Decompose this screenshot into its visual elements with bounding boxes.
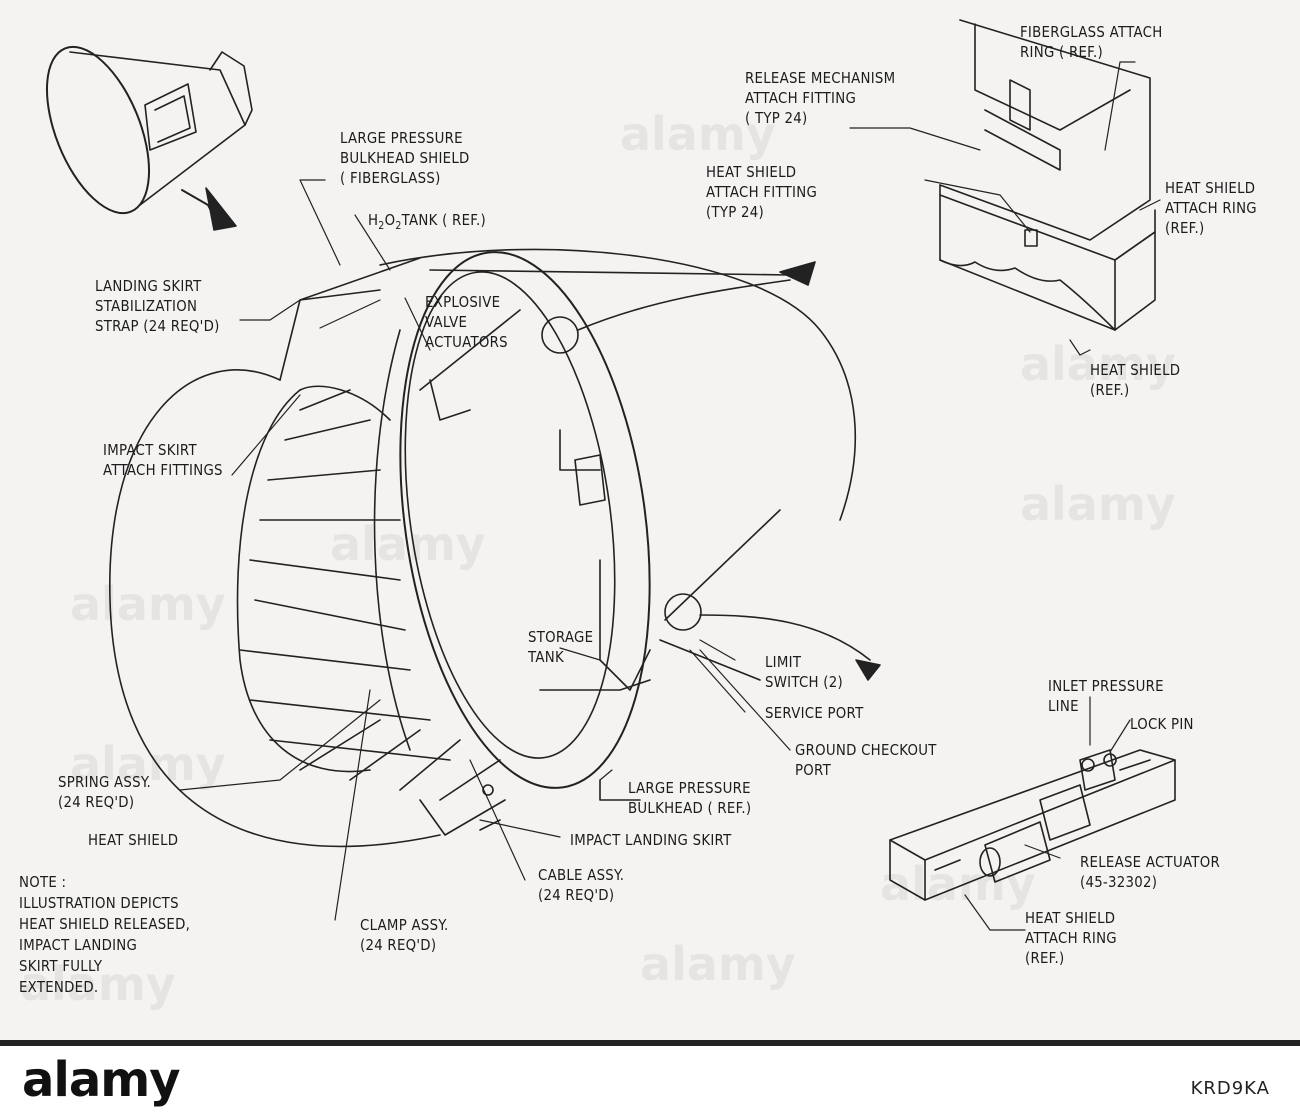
release-actuator-detail	[889, 749, 1176, 901]
label-heat-shield-attach-fitting: HEAT SHIELD ATTACH FITTING (TYP 24)	[706, 163, 818, 221]
attach-fitting-detail	[939, 19, 1156, 331]
label-heat-shield-attach-ring-top: HEAT SHIELD ATTACH RING (REF.)	[1165, 179, 1257, 237]
label-heat-shield-ref: HEAT SHIELD (REF.)	[1090, 361, 1181, 399]
label-heat-shield-attach-ring-bottom: HEAT SHIELD ATTACH RING (REF.)	[1025, 909, 1117, 967]
label-impact-skirt-fittings: IMPACT SKIRT ATTACH FITTINGS	[103, 441, 223, 479]
label-storage-tank: STORAGE TANK	[528, 628, 594, 666]
label-ground-checkout-port: GROUND CHECKOUT PORT	[795, 741, 937, 779]
label-release-actuator: RELEASE ACTUATOR (45-32302)	[1080, 853, 1220, 891]
label-inlet-pressure-line: INLET PRESSURE LINE	[1048, 677, 1164, 715]
label-h2o2-tank: H2O2TANK ( REF.)	[368, 210, 486, 236]
footer-divider	[0, 1040, 1300, 1046]
label-clamp-assy: CLAMP ASSY. (24 REQ'D)	[360, 916, 449, 954]
leader-lines	[179, 61, 1161, 931]
label-h2o2-h: H	[368, 211, 379, 229]
label-limit-switch: LIMIT SWITCH (2)	[765, 653, 843, 691]
alamy-logo: alamy	[22, 1052, 181, 1108]
label-fiberglass-attach-ring: FIBERGLASS ATTACH RING ( REF.)	[1020, 23, 1163, 61]
image-id: KRD9KA	[1190, 1078, 1270, 1099]
label-lock-pin: LOCK PIN	[1130, 715, 1194, 733]
label-h2o2-sub-2a: 2	[378, 219, 385, 233]
label-h2o2-o: O	[384, 211, 396, 229]
label-h2o2-sub-2b: 2	[395, 219, 402, 233]
label-h2o2-tank-text: TANK ( REF.)	[401, 211, 486, 229]
label-cable-assy: CABLE ASSY. (24 REQ'D)	[538, 866, 625, 904]
diagram-artwork	[45, 19, 1176, 931]
capsule-main-assembly	[109, 248, 881, 848]
label-large-pressure-bulkhead: LARGE PRESSURE BULKHEAD ( REF.)	[628, 779, 752, 817]
label-impact-landing-skirt: IMPACT LANDING SKIRT	[570, 831, 732, 849]
label-note: NOTE : ILLUSTRATION DEPICTS HEAT SHIELD …	[19, 873, 191, 996]
label-heat-shield: HEAT SHIELD	[88, 831, 179, 849]
diagram-canvas: FIBERGLASS ATTACH RING ( REF.) RELEASE M…	[0, 0, 1300, 1040]
label-spring-assy: SPRING ASSY. (24 REQ'D)	[58, 773, 152, 811]
capsule-icon	[45, 45, 253, 231]
label-release-mechanism-fitting: RELEASE MECHANISM ATTACH FITTING ( TYP 2…	[745, 69, 896, 127]
label-landing-skirt-strap: LANDING SKIRT STABILIZATION STRAP (24 RE…	[95, 277, 220, 335]
label-explosive-valve-actuators: EXPLOSIVE VALVE ACTUATORS	[425, 293, 508, 351]
label-large-pressure-bulkhead-shield: LARGE PRESSURE BULKHEAD SHIELD ( FIBERGL…	[340, 129, 470, 187]
label-service-port: SERVICE PORT	[765, 704, 864, 722]
stock-footer: alamy KRD9KA	[0, 1040, 1300, 1117]
